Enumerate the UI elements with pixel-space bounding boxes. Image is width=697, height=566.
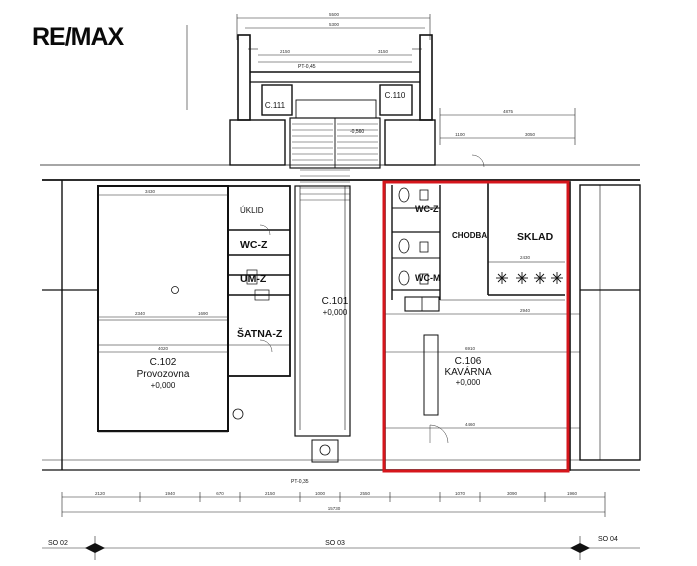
dim-bottom-total: 15730 xyxy=(328,506,341,511)
level-pt-bottom: PT-0,35 xyxy=(291,479,309,485)
dim-b1000: 1000 xyxy=(315,491,326,496)
remax-logo: RE/MAX xyxy=(32,23,124,51)
section-label-left: SO 02 xyxy=(48,540,68,547)
dim-1690: 1690 xyxy=(198,311,209,316)
room-label-c102-name: Provozovna xyxy=(137,369,190,380)
top-dimension-lines xyxy=(186,14,576,145)
dim-2150: 2150 xyxy=(280,49,291,54)
room-label-c102-level: +0,000 xyxy=(151,381,176,390)
room-label-c102-code: C.102 xyxy=(150,357,177,368)
room-label-c106-name: KAVÁRNA xyxy=(444,365,491,378)
room-label-sklad: SKLAD xyxy=(517,231,554,243)
section-label-right: SO 04 xyxy=(598,536,618,543)
room-label-wc-m: WC-M xyxy=(415,273,441,283)
dim-6910: 6910 xyxy=(465,346,476,351)
room-label-c101-code: C.101 xyxy=(322,296,349,307)
door-swings xyxy=(259,154,485,444)
dim-2940: 2940 xyxy=(520,308,531,313)
dim-4020: 4020 xyxy=(158,346,169,351)
section-arrows xyxy=(85,543,590,553)
room-label-chodba: CHODBA xyxy=(452,231,487,240)
highlight-frame-kavarna xyxy=(382,180,570,473)
room-label-c106-level: +0,000 xyxy=(456,378,481,387)
toilet-fixtures xyxy=(398,187,429,286)
dim-3430: 3430 xyxy=(145,189,156,194)
dim-b1940: 1940 xyxy=(165,491,176,496)
room-label-c111: C.111 xyxy=(265,101,286,110)
dim-1100: 1100 xyxy=(455,132,465,137)
dim-4875: 4875 xyxy=(503,109,514,114)
dim-top-inner: 5300 xyxy=(329,22,340,27)
room-dimension-lines xyxy=(98,194,580,433)
stair-treads xyxy=(292,123,378,201)
dim-2430: 2430 xyxy=(520,255,531,260)
dim-b2550: 2550 xyxy=(360,491,371,496)
dim-top-total: 5500 xyxy=(329,12,340,17)
room-label-um-z: UM-Z xyxy=(240,273,267,285)
room-label-c110: C.110 xyxy=(385,91,406,100)
room-label-c101-level: +0,000 xyxy=(323,308,348,317)
room-label-wc-z-right: WC-Z xyxy=(415,204,439,214)
dim-4460: 4460 xyxy=(465,422,476,427)
room-label-uklid: ÚKLID xyxy=(240,206,264,215)
dim-b1070: 1070 xyxy=(455,491,466,496)
cafe-walls xyxy=(384,181,571,471)
dim-3050: 3050 xyxy=(525,132,536,137)
bottom-dimension-lines xyxy=(42,492,640,560)
main-walls xyxy=(40,164,641,471)
section-label-middle: SO 03 xyxy=(325,540,345,547)
room-label-satna: ŠATNA-Z xyxy=(237,327,283,340)
dim-3150: 3150 xyxy=(378,49,389,54)
dim-b2120: 2120 xyxy=(95,491,106,496)
room-label-wc-z-left: WC-Z xyxy=(240,239,268,251)
level-pt-top: PT-0,45 xyxy=(298,64,316,70)
room-label-c106-code: C.106 xyxy=(455,356,482,367)
dim-2340: 2340 xyxy=(135,311,146,316)
dim-b1960: 1960 xyxy=(567,491,578,496)
dim-b2150: 2150 xyxy=(265,491,276,496)
sklad-fixture-symbols xyxy=(496,272,563,284)
level-stair: -0,560 xyxy=(350,129,364,135)
top-tower-walls xyxy=(229,34,436,169)
dim-b670: 670 xyxy=(216,491,224,496)
dim-b3090: 3090 xyxy=(507,491,518,496)
